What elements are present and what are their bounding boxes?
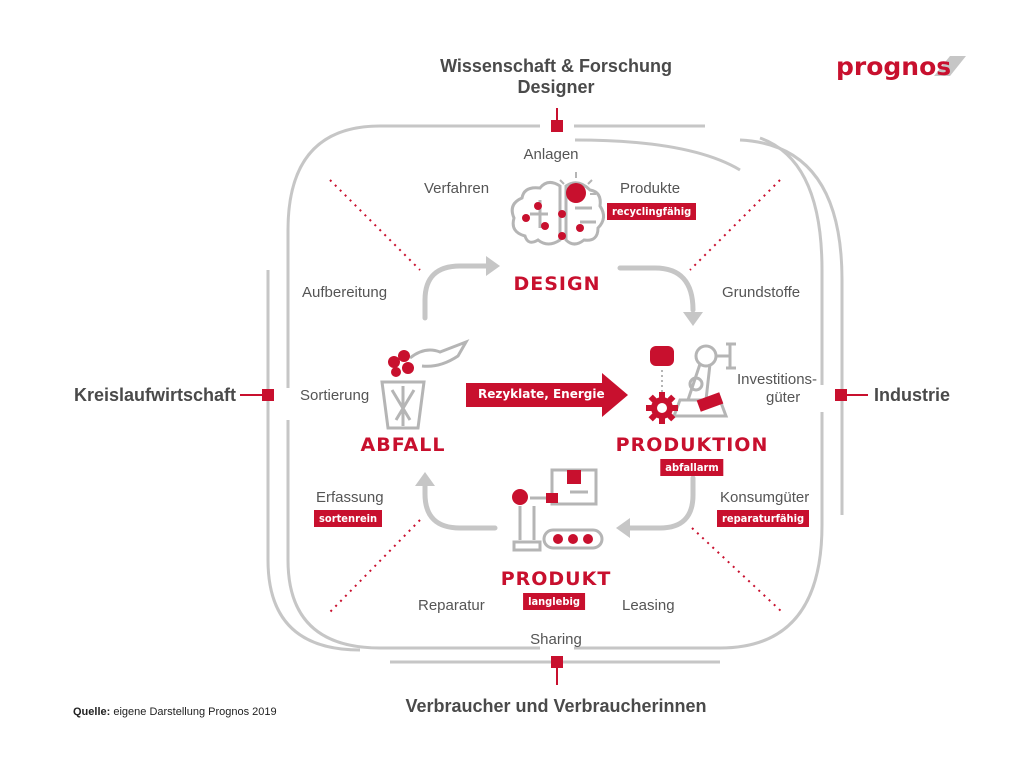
conveyor-icon xyxy=(542,528,604,550)
tag-sortenrein: sortenrein xyxy=(314,510,383,527)
design-brain-icon xyxy=(510,181,605,246)
cycle-arrow-produkt-abfall xyxy=(422,481,498,531)
label-anlagen: Anlagen xyxy=(523,146,579,163)
cycle-arrow-abfall-design xyxy=(422,263,489,321)
label-aufbereitung: Aufbereitung xyxy=(302,284,388,301)
clamp-icon xyxy=(650,346,674,366)
arrowhead xyxy=(616,518,630,538)
center-arrow-label: Rezyklate, Energie xyxy=(478,387,605,401)
cycle-arrow-design-produktion xyxy=(617,265,696,313)
arrowhead xyxy=(683,312,703,326)
logo-swoosh xyxy=(934,56,966,76)
source-note: Quelle: eigene Darstellung Prognos 2019 xyxy=(73,706,277,718)
connector-node-bottom xyxy=(551,656,563,668)
label-erfassung: Erfassung xyxy=(316,489,384,506)
tag-abfallarm: abfallarm xyxy=(660,459,724,476)
inner-frame xyxy=(266,270,361,652)
label-produkte: Produkte xyxy=(620,180,681,197)
label-reparatur: Reparatur xyxy=(418,597,485,614)
center-arrow-head xyxy=(602,373,628,417)
arrowhead xyxy=(486,256,500,276)
lightbulb-icon xyxy=(566,183,586,203)
center-arrow-body xyxy=(466,383,604,407)
source-label: Quelle: xyxy=(73,706,111,718)
waste-icon xyxy=(388,350,414,377)
prognos-logo: prognos xyxy=(836,52,952,81)
outer-frame xyxy=(286,124,540,388)
dotted-diagonal xyxy=(689,179,781,271)
dotted-diagonal xyxy=(691,527,783,613)
stakeholder-top-line1: Wissenschaft & Forschung xyxy=(440,56,672,76)
hub-produktion: PRODUKTION xyxy=(615,434,769,456)
outer-frame xyxy=(574,412,824,650)
design-node-icons xyxy=(522,202,584,240)
label-sharing: Sharing xyxy=(530,631,582,648)
stakeholder-left: Kreislaufwirtschaft xyxy=(74,385,237,405)
arrowhead xyxy=(415,472,435,486)
hub-design: DESIGN xyxy=(513,273,601,295)
hub-produkt: PRODUKT xyxy=(500,568,612,590)
label-investitionsgueter-1: Investitions- xyxy=(737,371,818,388)
inner-frame xyxy=(739,138,844,515)
label-konsumgueter: Konsumgüter xyxy=(720,489,810,506)
hand-icon xyxy=(409,339,470,368)
label-sortierung: Sortierung xyxy=(300,387,370,404)
tag-langlebig: langlebig xyxy=(523,593,585,610)
stakeholder-right: Industrie xyxy=(874,385,951,405)
waste-bin-icon xyxy=(380,380,426,430)
gripper-arm-icon xyxy=(512,496,548,552)
connector-node-left xyxy=(262,389,274,401)
outer-frame xyxy=(286,420,540,650)
label-verfahren: Verfahren xyxy=(424,180,490,197)
connector-node-right xyxy=(835,389,847,401)
dotted-diagonal xyxy=(329,519,421,613)
label-investitionsgueter-2: güter xyxy=(766,389,801,406)
dotted-diagonal xyxy=(329,179,421,271)
tag-reparaturfaehig: reparaturfähig xyxy=(717,510,810,527)
label-leasing: Leasing xyxy=(622,597,675,614)
box-icon xyxy=(550,468,598,506)
source-text: eigene Darstellung Prognos 2019 xyxy=(113,706,277,718)
tag-recyclingfaehig: recyclingfähig xyxy=(607,203,697,220)
stakeholder-top-line2: Designer xyxy=(517,77,595,97)
connector-node-top xyxy=(551,120,563,132)
stakeholder-bottom: Verbraucher und Verbraucherinnen xyxy=(405,696,707,716)
inner-frame xyxy=(574,138,741,172)
label-grundstoffe: Grundstoffe xyxy=(722,284,801,301)
cycle-arrow-produktion-produkt xyxy=(627,475,696,531)
hub-abfall: ABFALL xyxy=(360,434,446,456)
